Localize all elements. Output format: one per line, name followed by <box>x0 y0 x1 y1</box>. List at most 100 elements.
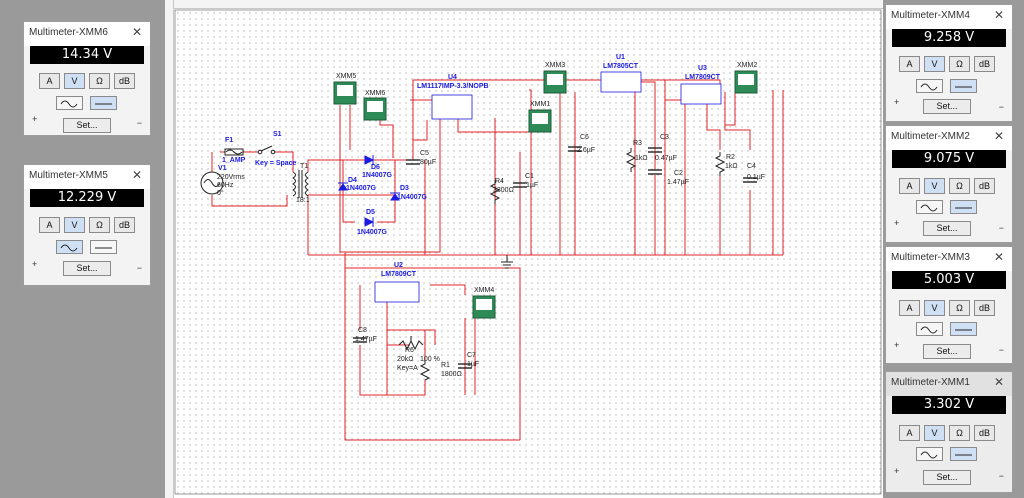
ohmmeter-button[interactable]: Ω <box>949 425 970 441</box>
positive-terminal[interactable]: + <box>32 259 38 269</box>
ac-mode-button[interactable] <box>916 447 943 461</box>
ac-mode-button[interactable] <box>916 200 943 214</box>
panel-titlebar[interactable]: Multimeter-XMM4 ✕ <box>886 5 1012 29</box>
left-ruler <box>165 0 174 498</box>
multimeter-xmm2-panel[interactable]: Multimeter-XMM2 ✕ 9.075 V A V Ω dB + − S… <box>885 125 1013 243</box>
r6-ref: R6 <box>405 347 414 354</box>
settings-button[interactable]: Set... <box>63 118 111 133</box>
multimeter-xmm1-panel[interactable]: Multimeter-XMM1 ✕ 3.302 V A V Ω dB + − S… <box>885 371 1013 493</box>
ac-mode-button[interactable] <box>916 79 943 93</box>
c7-value: 1µF <box>467 361 480 368</box>
panel-title: Multimeter-XMM5 <box>29 170 108 181</box>
ac-mode-button[interactable] <box>56 240 83 254</box>
close-icon[interactable]: ✕ <box>993 375 1004 389</box>
probe-xmm1-label[interactable]: XMM1 <box>530 101 551 108</box>
panel-titlebar[interactable]: Multimeter-XMM5 ✕ <box>24 165 150 189</box>
multimeter-xmm6-panel[interactable]: Multimeter-XMM6 ✕ 14.34 V A V Ω dB + − S… <box>23 21 151 136</box>
decibel-button[interactable]: dB <box>114 73 135 89</box>
positive-terminal[interactable]: + <box>32 114 38 124</box>
multimeter-xmm4-panel[interactable]: Multimeter-XMM4 ✕ 9.258 V A V Ω dB + − S… <box>885 4 1013 122</box>
close-icon[interactable]: ✕ <box>993 8 1004 22</box>
switch-ref: S1 <box>273 131 282 138</box>
close-icon[interactable]: ✕ <box>131 168 142 182</box>
meter-display: 9.075 V <box>892 150 1006 168</box>
decibel-button[interactable]: dB <box>974 56 995 72</box>
probe-xmm6-label[interactable]: XMM6 <box>365 90 386 97</box>
settings-button[interactable]: Set... <box>63 261 111 276</box>
decibel-button[interactable]: dB <box>114 217 135 233</box>
dc-line-icon <box>955 329 972 331</box>
dc-mode-button[interactable] <box>950 200 977 214</box>
ohmmeter-button[interactable]: Ω <box>89 217 110 233</box>
ammeter-button[interactable]: A <box>899 300 920 316</box>
probe-xmm5-label[interactable]: XMM5 <box>336 73 357 80</box>
positive-terminal[interactable]: + <box>894 340 900 350</box>
close-icon[interactable]: ✕ <box>131 25 142 39</box>
voltmeter-button[interactable]: V <box>64 73 85 89</box>
decibel-button[interactable]: dB <box>974 425 995 441</box>
probe-xmm3-label[interactable]: XMM3 <box>545 62 566 69</box>
sine-wave-icon <box>920 326 938 334</box>
ac-mode-button[interactable] <box>916 322 943 336</box>
ohmmeter-button[interactable]: Ω <box>949 56 970 72</box>
dc-mode-button[interactable] <box>90 240 117 254</box>
positive-terminal[interactable]: + <box>894 97 900 107</box>
settings-button[interactable]: Set... <box>923 99 971 114</box>
u2-ref: U2 <box>394 262 403 269</box>
u3-part: LM7809CT <box>685 74 721 81</box>
dc-mode-button[interactable] <box>950 79 977 93</box>
top-ruler <box>165 0 883 9</box>
c3-ref: C3 <box>660 134 669 141</box>
settings-button[interactable]: Set... <box>923 221 971 236</box>
negative-terminal[interactable]: − <box>998 345 1004 355</box>
close-icon[interactable]: ✕ <box>993 129 1004 143</box>
dc-mode-button[interactable] <box>950 447 977 461</box>
probe-xmm4-label[interactable]: XMM4 <box>474 287 495 294</box>
settings-button[interactable]: Set... <box>923 470 971 485</box>
c6-ref: C6 <box>580 134 589 141</box>
c2-ref: C2 <box>674 170 683 177</box>
close-icon[interactable]: ✕ <box>993 250 1004 264</box>
schematic-workspace[interactable]: F1 1_AMP S1 Key = Space V1 220Vrms 60Hz … <box>165 0 883 498</box>
voltmeter-button[interactable]: V <box>924 300 945 316</box>
dc-line-icon <box>95 103 112 105</box>
panel-titlebar[interactable]: Multimeter-XMM3 ✕ <box>886 247 1012 271</box>
negative-terminal[interactable]: − <box>136 118 142 128</box>
negative-terminal[interactable]: − <box>998 102 1004 112</box>
meter-display: 14.34 V <box>30 46 144 64</box>
ammeter-button[interactable]: A <box>39 217 60 233</box>
circuit-diagram <box>174 9 882 495</box>
probe-xmm2-label[interactable]: XMM2 <box>737 62 758 69</box>
negative-terminal[interactable]: − <box>998 223 1004 233</box>
panel-titlebar[interactable]: Multimeter-XMM1 ✕ <box>886 372 1012 396</box>
voltmeter-button[interactable]: V <box>924 425 945 441</box>
voltmeter-button[interactable]: V <box>924 56 945 72</box>
decibel-button[interactable]: dB <box>974 178 995 194</box>
decibel-button[interactable]: dB <box>974 300 995 316</box>
negative-terminal[interactable]: − <box>136 263 142 273</box>
ohmmeter-button[interactable]: Ω <box>949 300 970 316</box>
dc-mode-button[interactable] <box>950 322 977 336</box>
meter-display: 3.302 V <box>892 396 1006 414</box>
ammeter-button[interactable]: A <box>899 178 920 194</box>
ammeter-button[interactable]: A <box>899 56 920 72</box>
u2-part: LM7809CT <box>381 271 417 278</box>
ac-mode-button[interactable] <box>56 96 83 110</box>
voltmeter-button[interactable]: V <box>64 217 85 233</box>
r6-value: 20kΩ <box>397 356 414 363</box>
r2-value: 1kΩ <box>725 163 738 170</box>
settings-button[interactable]: Set... <box>923 344 971 359</box>
positive-terminal[interactable]: + <box>894 218 900 228</box>
voltmeter-button[interactable]: V <box>924 178 945 194</box>
panel-titlebar[interactable]: Multimeter-XMM6 ✕ <box>24 22 150 46</box>
panel-titlebar[interactable]: Multimeter-XMM2 ✕ <box>886 126 1012 150</box>
negative-terminal[interactable]: − <box>998 471 1004 481</box>
ohmmeter-button[interactable]: Ω <box>949 178 970 194</box>
multimeter-xmm3-panel[interactable]: Multimeter-XMM3 ✕ 5.003 V A V Ω dB + − S… <box>885 246 1013 364</box>
dc-mode-button[interactable] <box>90 96 117 110</box>
multimeter-xmm5-panel[interactable]: Multimeter-XMM5 ✕ 12.229 V A V Ω dB + − … <box>23 164 151 286</box>
ammeter-button[interactable]: A <box>39 73 60 89</box>
ammeter-button[interactable]: A <box>899 425 920 441</box>
positive-terminal[interactable]: + <box>894 466 900 476</box>
ohmmeter-button[interactable]: Ω <box>89 73 110 89</box>
